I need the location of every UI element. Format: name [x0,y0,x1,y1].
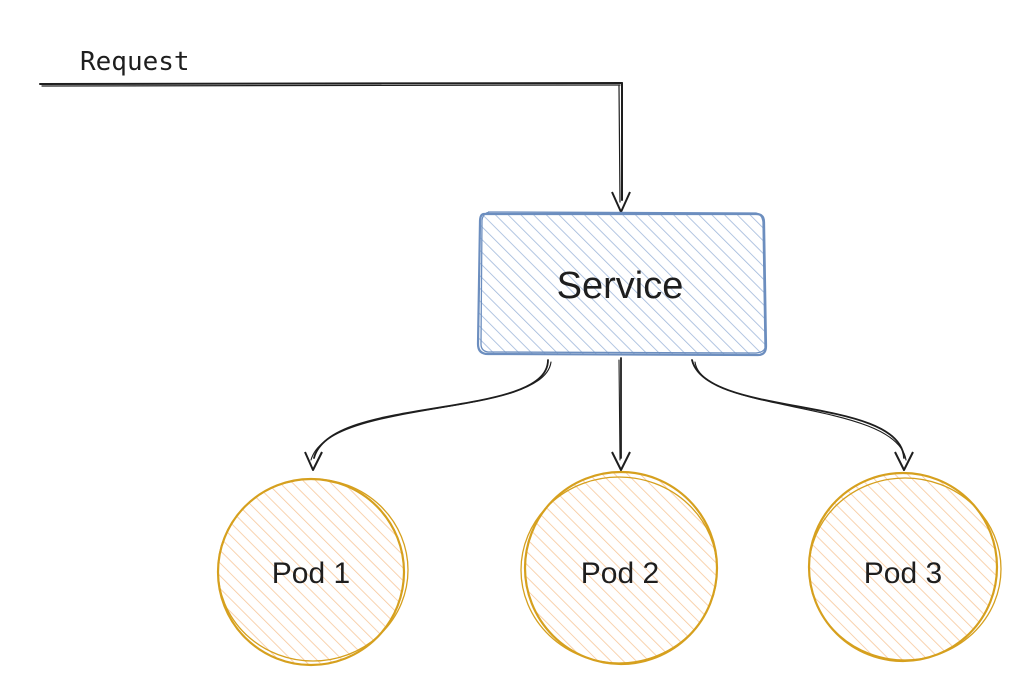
service-box-sketch-stroke [480,211,766,354]
pod-label-3: Pod 3 [864,557,942,590]
service-to-pod-connectors [310,357,907,461]
pod-label-2: Pod 2 [581,557,659,590]
request-label: Request [80,47,190,77]
pod-arrowheads [304,451,914,471]
pod-node-2: Pod 2 [520,470,719,666]
arrowhead-pod-3 [894,451,914,471]
connector-pod-3 [691,359,905,459]
service-label: Service [557,265,684,307]
pod-node-1: Pod 1 [216,477,409,667]
arrowhead-pod-1 [304,451,323,471]
service-box [476,212,768,357]
service-node: Service [476,211,768,357]
request-connector [39,82,623,203]
pod-node-3: Pod 3 [807,471,1002,663]
pod-label-1: Pod 1 [272,557,350,590]
arrowhead-pod-2 [611,451,631,471]
